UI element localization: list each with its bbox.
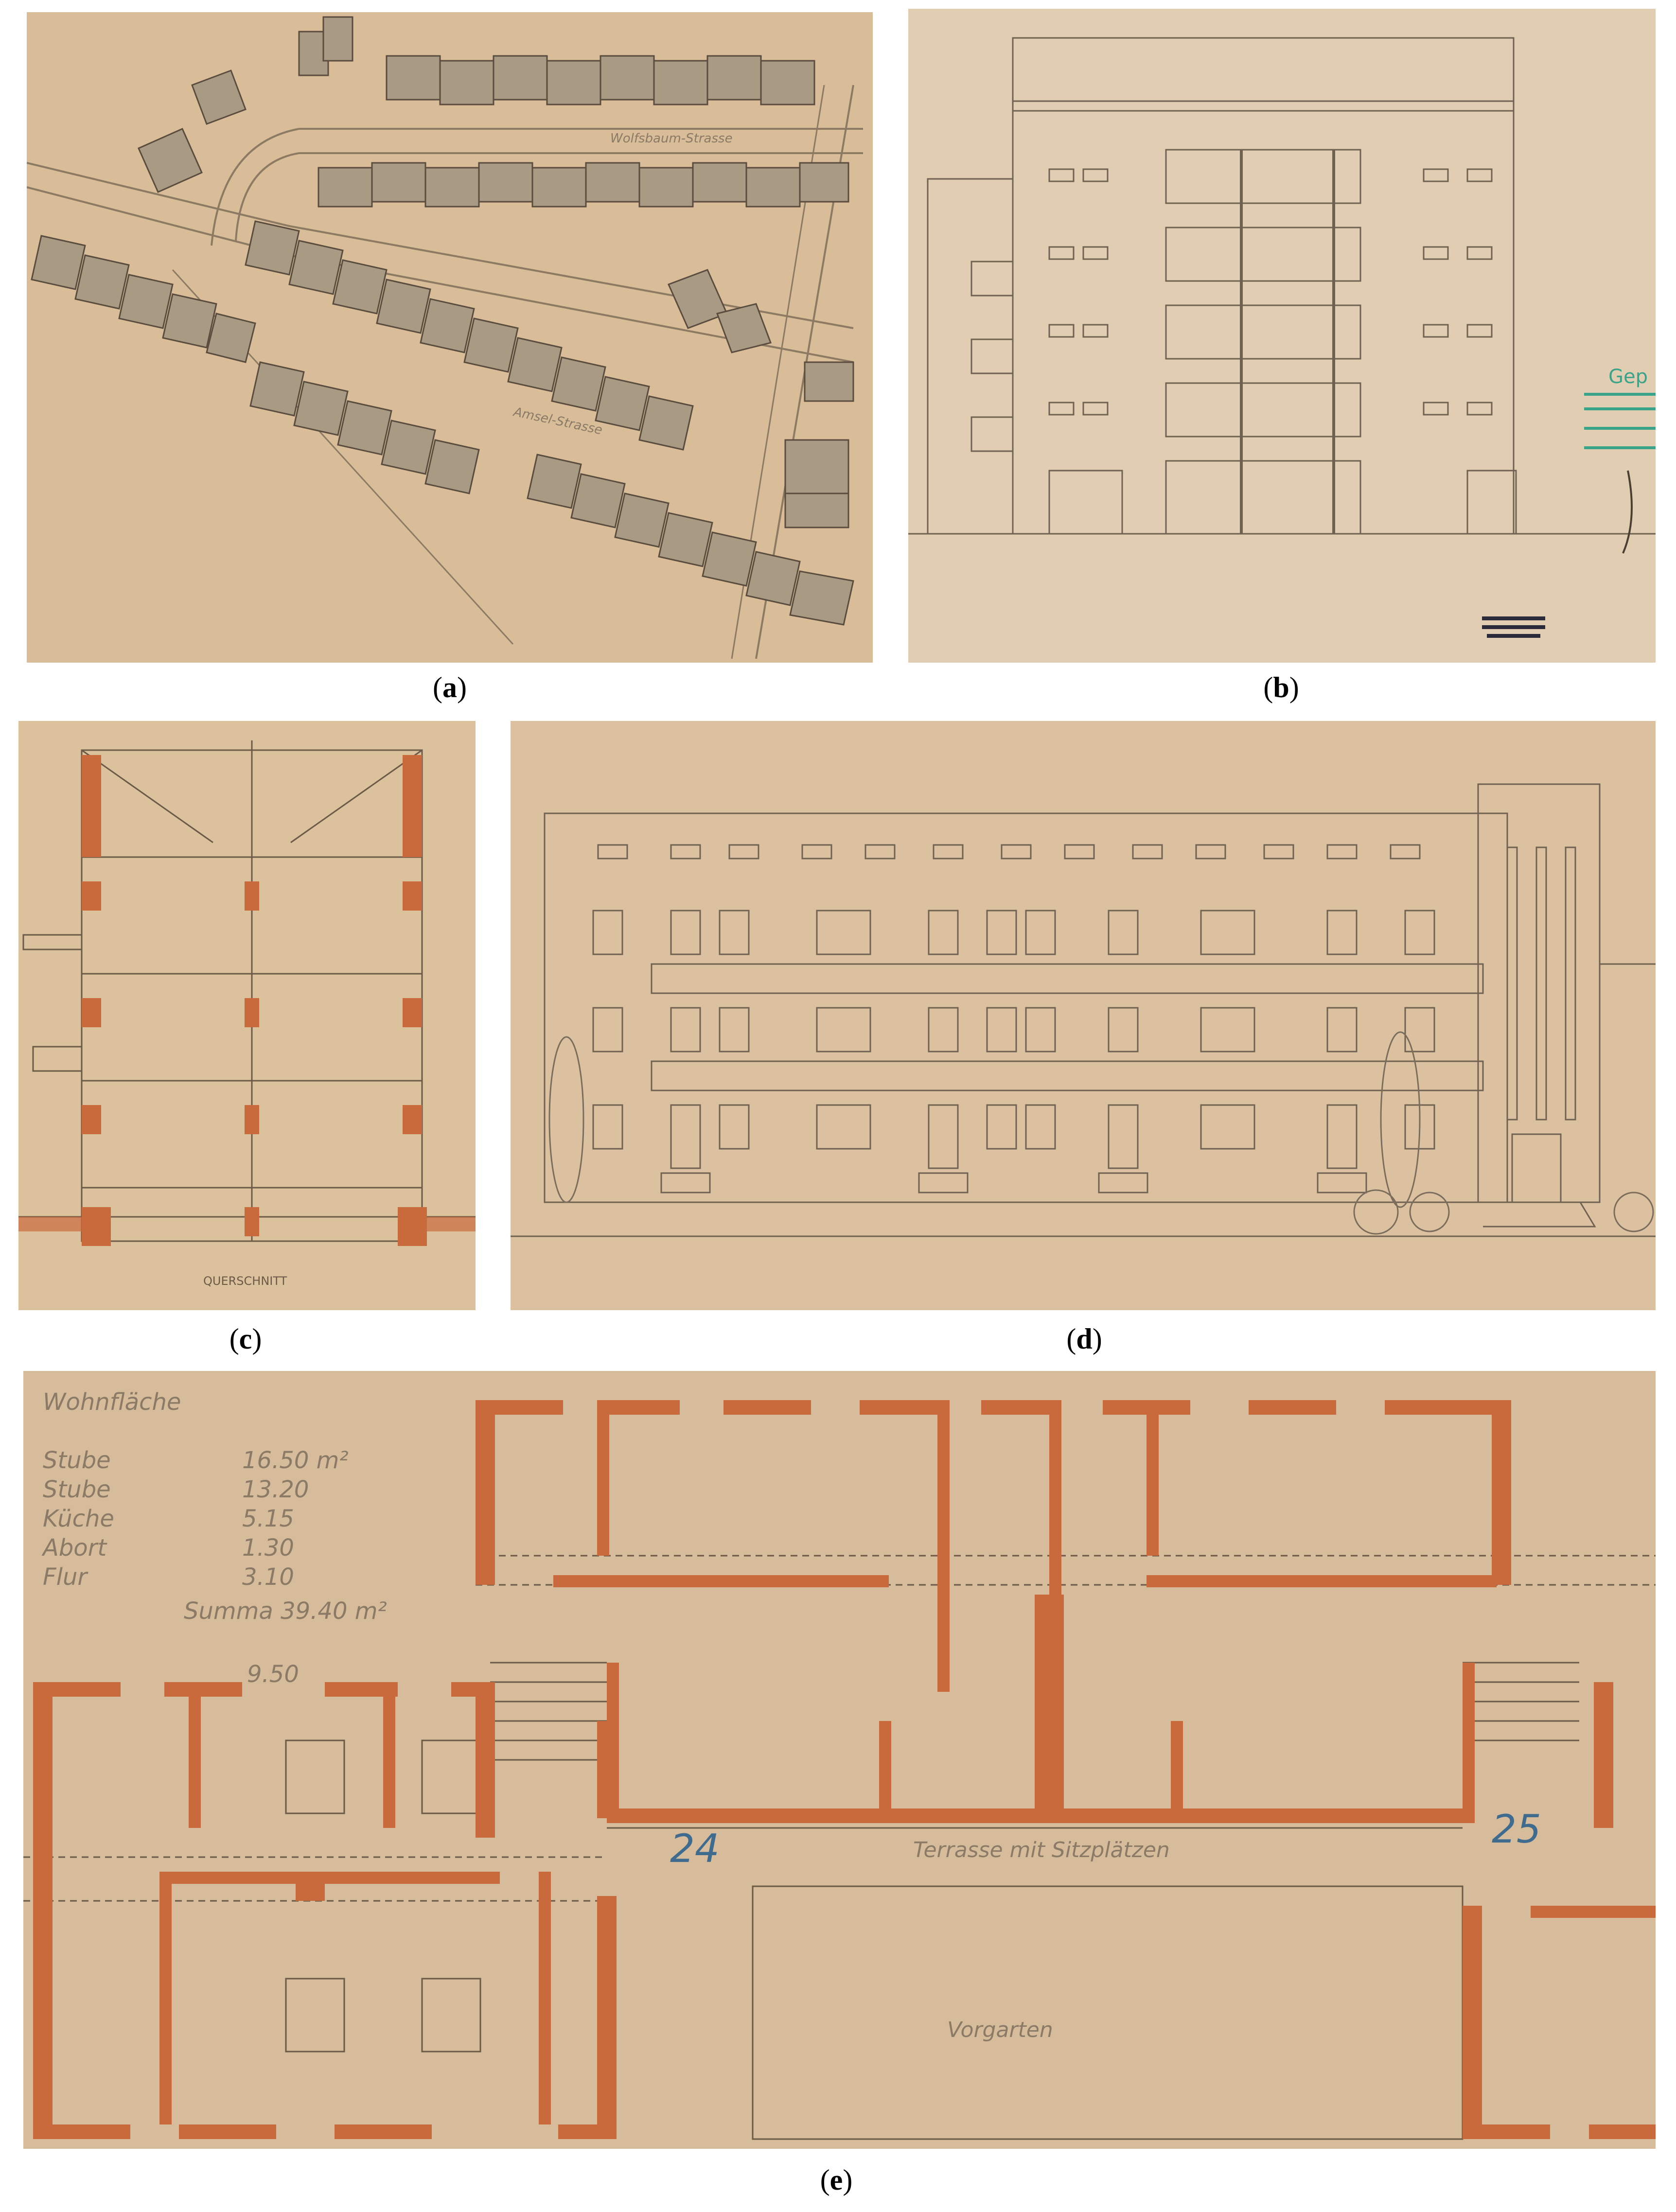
svg-text:9.50: 9.50 [247, 1661, 299, 1688]
svg-text:13.20: 13.20 [242, 1476, 309, 1503]
tree-drawings [548, 1031, 1654, 1235]
walls [33, 1400, 1656, 2139]
svg-text:Vorgarten: Vorgarten [947, 2018, 1053, 2042]
section-label: QUERSCHNITT [203, 1274, 287, 1288]
svg-text:Abort: Abort [41, 1534, 107, 1562]
caption-e: (e) [820, 2164, 853, 2196]
caption-a: (a) [433, 671, 467, 703]
elevation-drawing: Gep [908, 9, 1656, 663]
street-label-1: Wolfsbaum-Strasse [610, 131, 733, 146]
panel-d-street-elevation [511, 721, 1656, 1310]
panel-b-elevation: Gep [908, 9, 1656, 663]
panel-e-floor-plan: Wohnfläche Stube 16.50 m² Stube 13.20 Kü… [23, 1371, 1656, 2149]
svg-text:24: 24 [670, 1826, 720, 1871]
plan-labels: 24 25 Terrasse mit Sitzplätzen Vorgarten [670, 1807, 1541, 2042]
svg-text:Wohnfläche: Wohnfläche [43, 1388, 181, 1416]
site-plan-drawing: Wolfsbaum-Strasse Amsel-Strasse [27, 12, 873, 663]
area-legend: Wohnfläche Stube 16.50 m² Stube 13.20 Kü… [41, 1388, 387, 1688]
panel-a-site-plan: Wolfsbaum-Strasse Amsel-Strasse [27, 12, 873, 663]
street-elevation-drawing [511, 721, 1656, 1310]
caption-d: (d) [1066, 1323, 1102, 1355]
caption-c: (c) [229, 1323, 262, 1355]
svg-text:Flur: Flur [43, 1563, 88, 1591]
svg-text:Terrasse mit Sitzplätzen: Terrasse mit Sitzplätzen [913, 1838, 1170, 1862]
svg-text:Küche: Küche [43, 1505, 114, 1532]
svg-text:1.30: 1.30 [242, 1534, 294, 1562]
svg-text:16.50 m²: 16.50 m² [242, 1447, 349, 1474]
floor-plan-drawing: Wohnfläche Stube 16.50 m² Stube 13.20 Kü… [23, 1371, 1656, 2149]
panel-c-cross-section: QUERSCHNITT [18, 721, 476, 1310]
svg-text:Summa 39.40 m²: Summa 39.40 m² [184, 1598, 387, 1625]
approval-stamp: Gep [1584, 366, 1656, 449]
svg-text:Gep: Gep [1608, 366, 1648, 388]
office-stamp [1482, 616, 1545, 638]
cross-section-drawing: QUERSCHNITT [18, 721, 476, 1310]
svg-text:25: 25 [1492, 1807, 1541, 1852]
svg-text:Stube: Stube [43, 1447, 111, 1474]
caption-b: (b) [1263, 671, 1299, 703]
svg-text:5.15: 5.15 [242, 1505, 294, 1532]
svg-text:3.10: 3.10 [242, 1563, 294, 1591]
window-grid [592, 844, 1435, 1194]
svg-text:Stube: Stube [43, 1476, 111, 1503]
